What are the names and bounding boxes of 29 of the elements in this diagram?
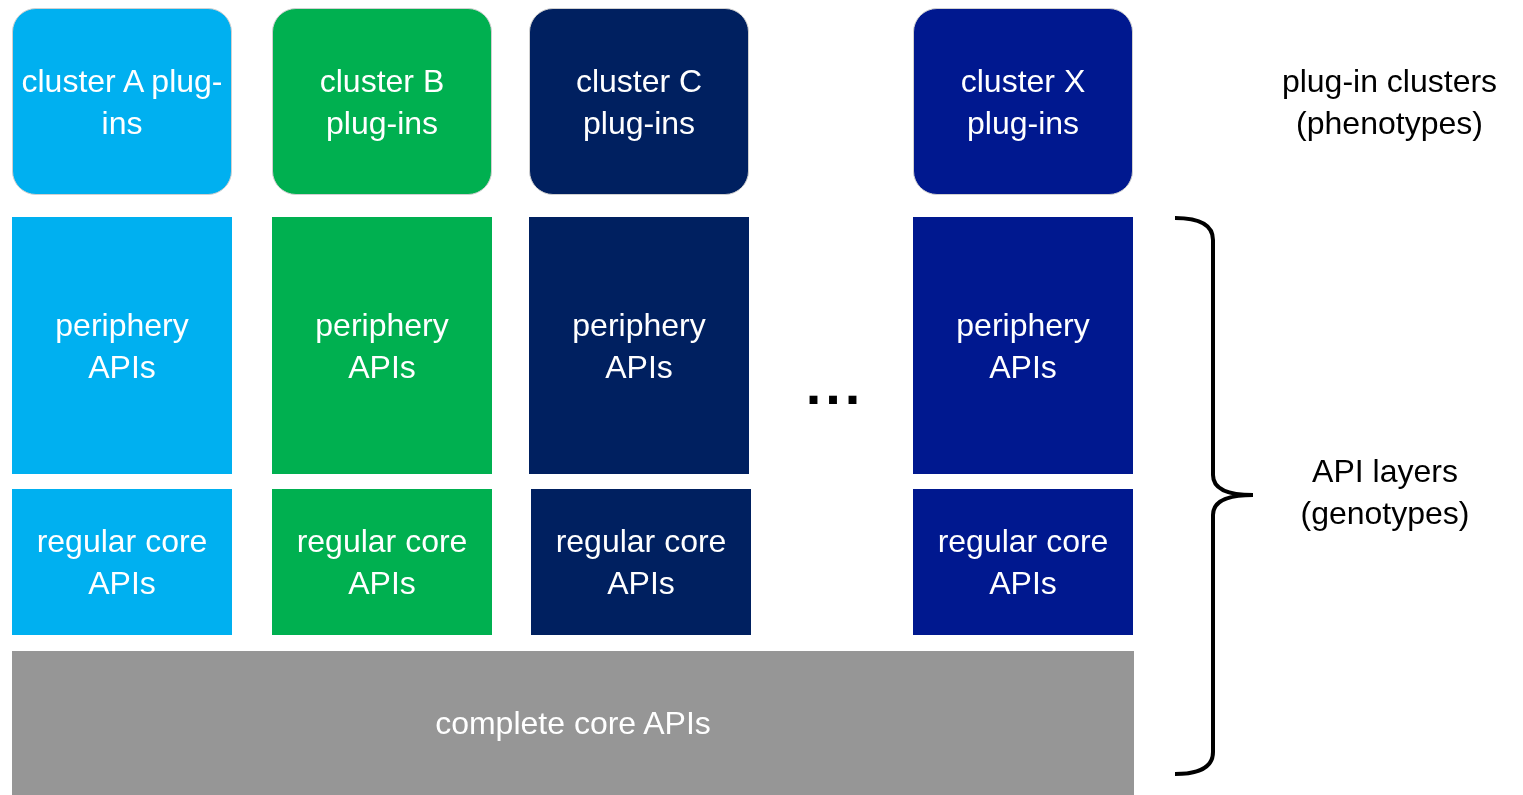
box-label: cluster X plug-ins	[959, 61, 1087, 143]
api-layer-box	[529, 217, 749, 474]
side-label: API layers (genotypes)	[1299, 452, 1471, 533]
api-layer-box	[913, 489, 1133, 635]
box-label: cluster B plug-ins	[318, 61, 446, 143]
box-label: regular core APIs	[295, 522, 469, 603]
box-label: periphery APIs	[54, 305, 190, 387]
box-label: complete core APIs	[434, 704, 712, 743]
box-label: regular core APIs	[35, 522, 209, 603]
core-api-layer-box	[12, 651, 1134, 795]
box-label: regular core APIs	[936, 522, 1110, 603]
api-layer-box	[12, 217, 232, 474]
api-layer-box	[531, 489, 751, 635]
box-label: periphery APIs	[571, 305, 707, 387]
plug-in-cluster-box	[913, 8, 1133, 195]
ellipsis: ...	[804, 365, 866, 405]
box-label: periphery APIs	[955, 305, 1091, 387]
api-layer-box	[12, 489, 232, 635]
plug-in-cluster-box	[529, 8, 749, 195]
api-layer-box	[272, 217, 492, 474]
api-layer-box	[272, 489, 492, 635]
box-label: regular core APIs	[554, 522, 728, 603]
plug-in-cluster-box	[272, 8, 492, 195]
side-label: plug-in clusters (phenotypes)	[1280, 62, 1499, 143]
box-label: cluster C plug-ins	[574, 61, 704, 143]
plug-in-cluster-box	[12, 8, 232, 195]
box-label: periphery APIs	[314, 305, 450, 387]
box-label: cluster A plug-ins	[20, 61, 224, 143]
api-layer-box	[913, 217, 1133, 474]
